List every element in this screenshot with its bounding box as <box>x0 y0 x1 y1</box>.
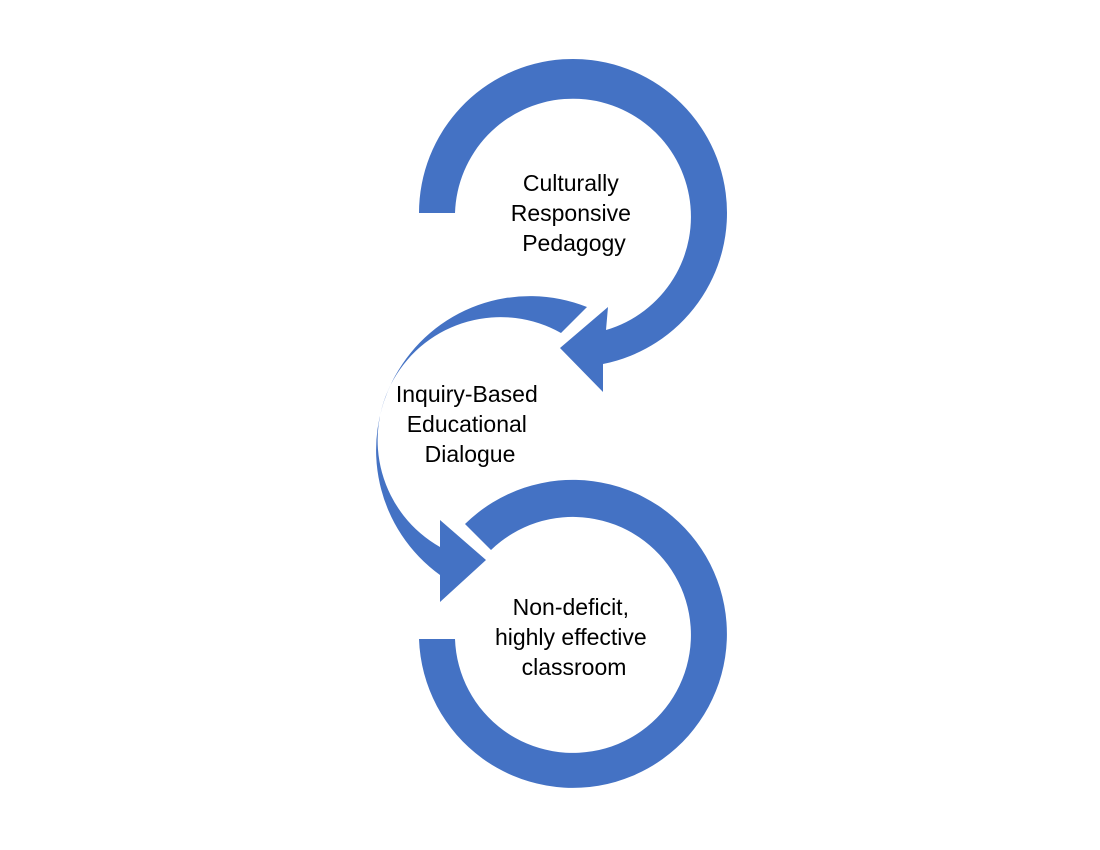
stage-3-label-line-3: classroom <box>522 654 627 680</box>
stage-3-non-deficit-highly-effective-classroom: Non-deficit, highly effective classroom <box>419 479 727 788</box>
stage-1-label-line-2: Responsive <box>511 200 631 226</box>
stage-1-label-line-1: Culturally <box>523 170 619 196</box>
stage-1-circular-arrow <box>419 58 727 393</box>
stage-2-circular-arrow <box>376 296 587 602</box>
stage-3-label-line-2: highly effective <box>495 624 647 650</box>
stage-1-label-line-3: Pedagogy <box>522 230 626 256</box>
stage-3-label: Non-deficit, highly effective classroom <box>495 594 653 680</box>
stage-1-label: Culturally Responsive Pedagogy <box>511 170 638 256</box>
stage-3-label-line-1: Non-deficit, <box>513 594 629 620</box>
stage-2-inquiry-based-educational-dialogue: Inquiry-Based Educational Dialogue <box>376 296 587 602</box>
stage-1-culturally-responsive-pedagogy: Culturally Responsive Pedagogy <box>419 58 727 393</box>
stage-2-label-line-3: Dialogue <box>425 441 516 467</box>
stage-2-label-line-1: Inquiry-Based <box>396 381 538 407</box>
stage-2-label-line-2: Educational <box>407 411 527 437</box>
stage-2-label: Inquiry-Based Educational Dialogue <box>396 381 544 467</box>
